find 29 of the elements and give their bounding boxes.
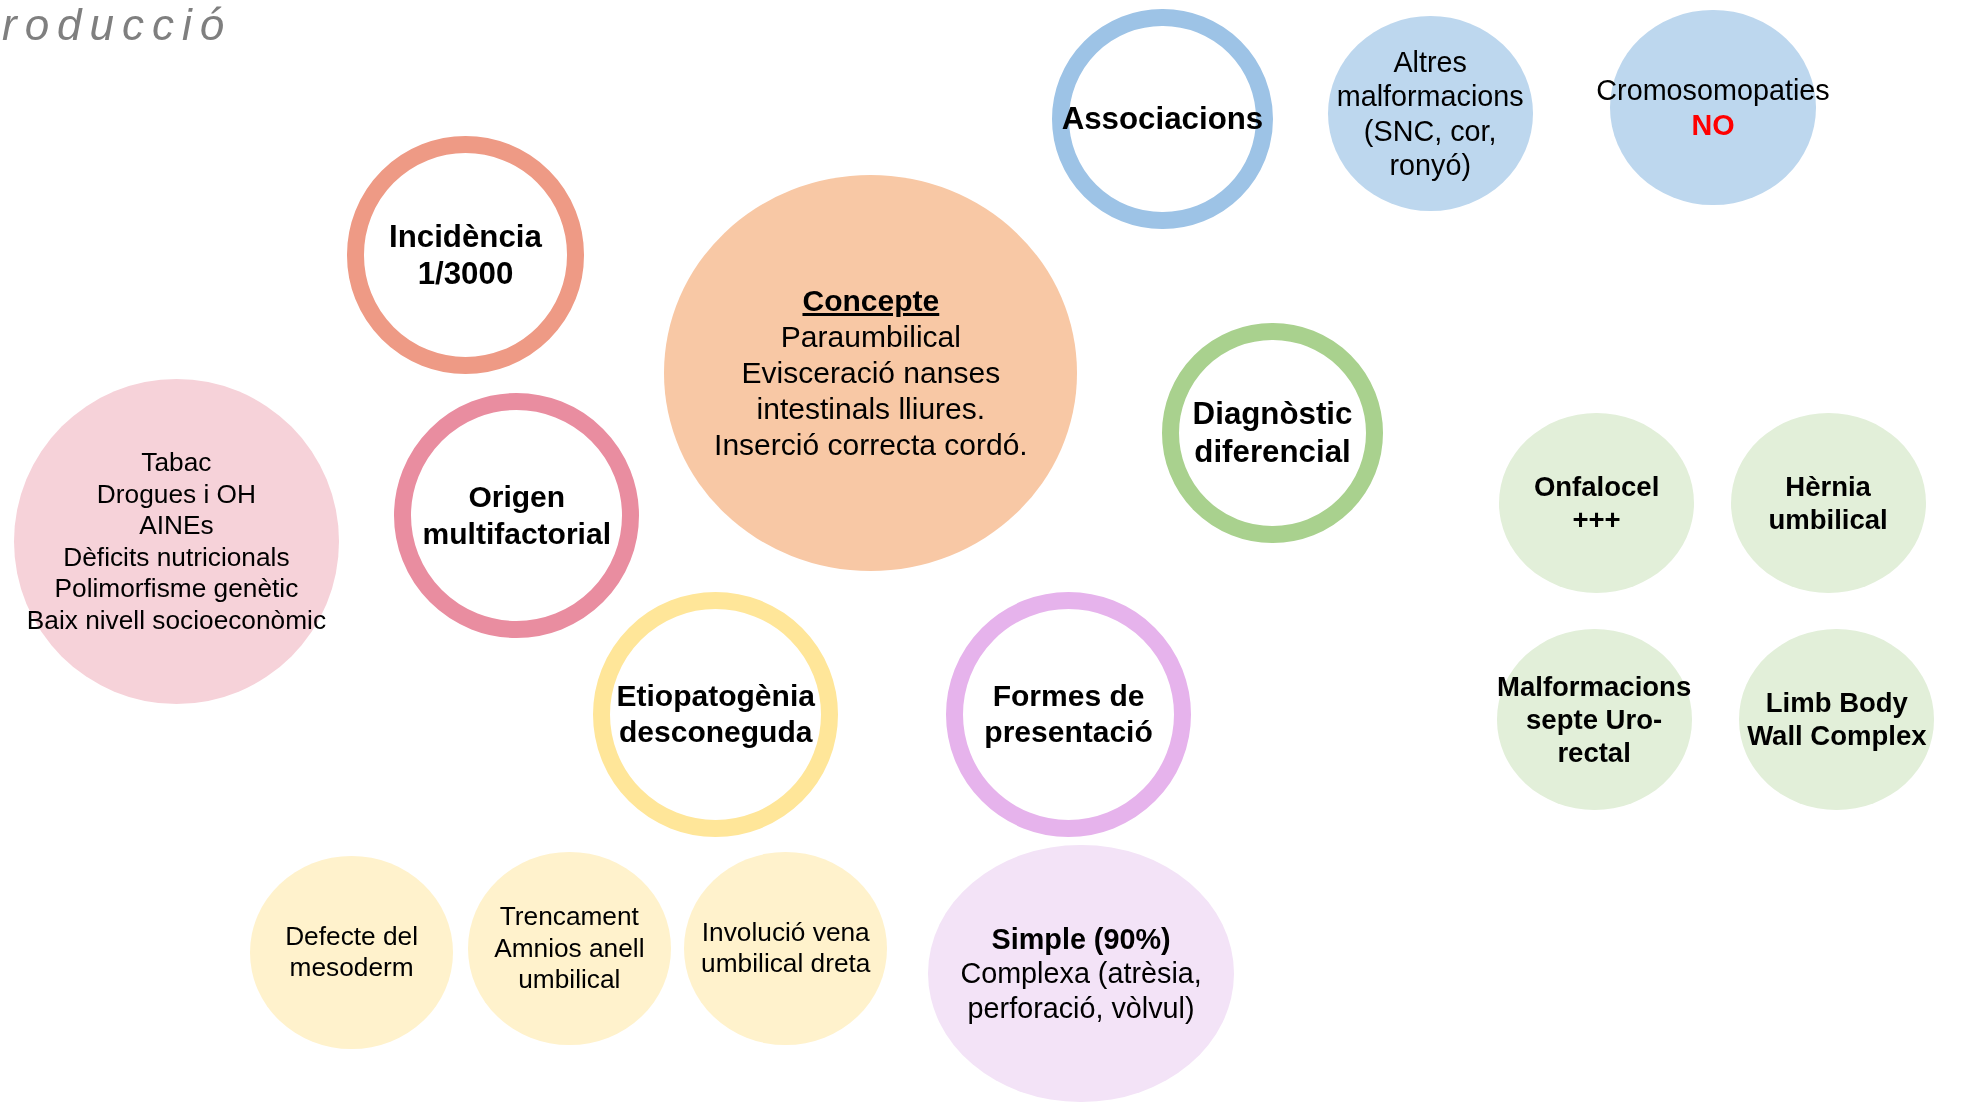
node-heading: Etiopatogènia desconeguda	[615, 678, 816, 751]
node-heading: Simple (90%)	[991, 921, 1171, 957]
node-text: Drogues i OH	[96, 478, 256, 511]
node-heading: Limb Body Wall Complex	[1746, 686, 1928, 753]
node-text: Tabac	[141, 447, 212, 479]
node-text: Involució vena umbilical dreta	[700, 916, 872, 980]
node-heading: Concepte	[802, 282, 940, 319]
node-heading: Formes de presentació	[983, 678, 1154, 751]
node-heading: Malformacions septe Uro-rectal	[1496, 669, 1692, 769]
node-heading: Origen multifactorial	[421, 479, 612, 552]
node-heading: NO	[1691, 107, 1735, 143]
node-text: Defecte del mesoderm	[284, 920, 420, 984]
node-heading: Hèrnia umbilical	[1767, 469, 1889, 536]
node-text: Polimorfisme genètic	[54, 573, 299, 605]
node-heading: Associacions	[1061, 100, 1264, 138]
node-heading: Onfalocel +++	[1532, 469, 1661, 536]
node-text: Cromosomopaties	[1596, 73, 1830, 108]
node-text: Trencament Amnios anell umbilical	[493, 901, 646, 996]
node-text: Complexa (atrèsia, perforació, vòlvul)	[959, 956, 1203, 1026]
node-text: Paraumbilical	[780, 318, 961, 355]
node-text: Dèficits nutricionals	[63, 541, 290, 574]
node-text: Evisceració nanses intestinals lliures.	[740, 354, 1002, 427]
node-text: AINEs	[139, 510, 214, 542]
node-heading: Incidència 1/3000	[388, 217, 543, 293]
node-text: Altres malformacions (SNC, cor, ronyó)	[1335, 44, 1525, 183]
slide-title: roducció	[2, 0, 233, 50]
node-text: Baix nivell socioeconòmic	[26, 604, 327, 637]
node-text: Inserció correcta cordó.	[714, 426, 1028, 463]
node-heading: Diagnòstic diferencial	[1191, 395, 1354, 471]
